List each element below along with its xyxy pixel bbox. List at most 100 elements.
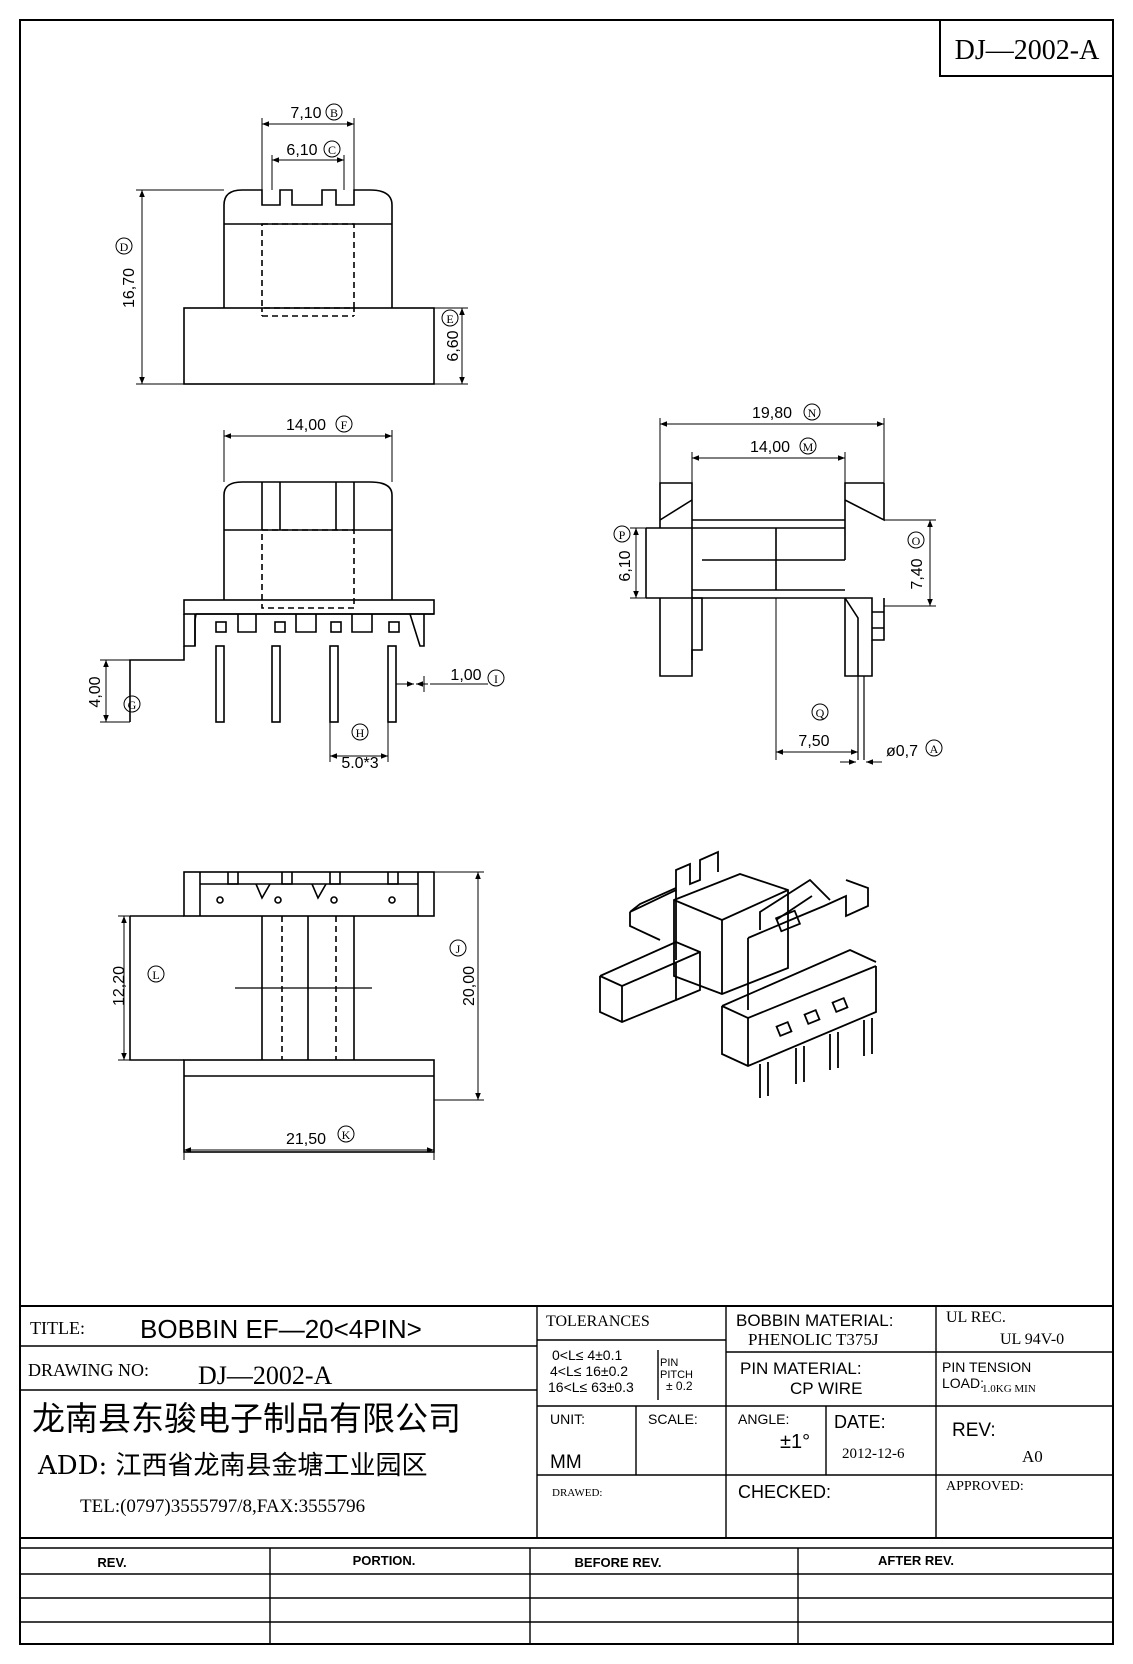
dim-C: 6,10 C bbox=[286, 140, 341, 159]
rev-value: A0 bbox=[1022, 1447, 1043, 1466]
ul-rec-value: UL 94V-0 bbox=[1000, 1331, 1064, 1348]
dim-B-mark: B bbox=[330, 106, 338, 120]
drawed-label: DRAWED: bbox=[552, 1487, 602, 1499]
company-tel-fax: TEL:(0797)3555797/8,FAX:3555796 bbox=[80, 1496, 365, 1517]
dim-O: O 7,40 bbox=[907, 531, 926, 590]
dim-I: 1,00 I bbox=[450, 667, 505, 687]
dim-M-value: 14,00 bbox=[750, 439, 790, 456]
pin-material-label: PIN MATERIAL: bbox=[740, 1359, 862, 1378]
dim-H-value: 5.0*3 bbox=[341, 755, 378, 772]
ul-rec-label: UL REC. bbox=[946, 1309, 1006, 1326]
dim-E: E 6,60 bbox=[441, 309, 462, 362]
dim-P-mark: P bbox=[619, 528, 626, 542]
dim-Q-value: 7,50 bbox=[798, 733, 829, 750]
after-rev-col-header: AFTER REV. bbox=[878, 1553, 954, 1568]
dim-J: J 20,00 bbox=[449, 939, 478, 1006]
pin-material-value: CP WIRE bbox=[790, 1379, 862, 1398]
bobbin-material-value: PHENOLIC T375J bbox=[748, 1330, 879, 1349]
tolerances-label: TOLERANCES bbox=[546, 1313, 650, 1330]
dim-P-value: 6,10 bbox=[617, 550, 634, 581]
dim-I-mark: I bbox=[494, 672, 498, 686]
dim-E-mark: E bbox=[446, 312, 453, 326]
dim-K-mark: K bbox=[342, 1128, 351, 1142]
drawing-number-box-text: DJ—2002-A bbox=[955, 35, 1100, 66]
pin-side-view bbox=[100, 430, 488, 762]
dim-B-value: 7,10 bbox=[290, 105, 321, 122]
dim-M-mark: M bbox=[803, 440, 814, 454]
drawing-number-box: DJ—2002-A bbox=[939, 19, 1114, 77]
rev-col-header: REV. bbox=[97, 1555, 126, 1570]
dim-P: P 6,10 bbox=[613, 525, 634, 582]
sheet-border bbox=[19, 19, 1114, 1645]
pin-tension-label-1: PIN TENSION bbox=[942, 1359, 1031, 1375]
title-block: TITLE: BOBBIN EF—20<4PIN> DRAWING NO: DJ… bbox=[28, 1309, 1064, 1517]
title-block-grid bbox=[20, 1305, 1113, 1644]
bottom-view bbox=[118, 871, 484, 1160]
dim-G-value: 4,00 bbox=[87, 676, 104, 707]
dim-O-value: 7,40 bbox=[909, 558, 926, 589]
date-value: 2012-12-6 bbox=[842, 1446, 905, 1462]
dim-D-value: 16,70 bbox=[121, 268, 138, 308]
dim-I-value: 1,00 bbox=[450, 667, 481, 684]
pin-pitch-3: ± 0.2 bbox=[666, 1379, 693, 1393]
dim-A-value: ø0,7 bbox=[886, 743, 918, 760]
pin-tension-label-2: LOAD: bbox=[942, 1375, 984, 1391]
dim-K: 21,50 K bbox=[286, 1125, 355, 1148]
dim-A: ø0,7 A bbox=[886, 739, 943, 760]
tolerance-row-2: 4<L≤ 16±0.2 bbox=[550, 1363, 628, 1379]
dim-L: 12,20 L bbox=[111, 965, 165, 1006]
dim-F: 14,00 F bbox=[286, 415, 353, 434]
isometric-view bbox=[599, 850, 877, 1098]
pin-pitch-2: PITCH bbox=[660, 1369, 693, 1381]
dim-D-mark: D bbox=[120, 240, 129, 254]
bobbin-material-label: BOBBIN MATERIAL: bbox=[736, 1311, 893, 1330]
dim-G-mark: G bbox=[128, 698, 137, 712]
dim-H: H 5.0*3 bbox=[341, 723, 379, 772]
date-label: DATE: bbox=[834, 1412, 886, 1432]
front-view bbox=[136, 118, 468, 385]
dim-K-value: 21,50 bbox=[286, 1131, 326, 1148]
dim-L-value: 12,20 bbox=[111, 966, 128, 1006]
dim-F-value: 14,00 bbox=[286, 417, 326, 434]
dim-L-mark: L bbox=[152, 968, 159, 982]
scale-label: SCALE: bbox=[648, 1411, 698, 1427]
dim-F-mark: F bbox=[341, 418, 348, 432]
dim-A-mark: A bbox=[930, 742, 939, 756]
dim-H-mark: H bbox=[356, 726, 365, 740]
dim-C-value: 6,10 bbox=[286, 142, 317, 159]
dim-M: 14,00 M bbox=[750, 437, 817, 456]
dim-Q-mark: Q bbox=[816, 706, 825, 720]
company-name: 龙南县东骏电子制品有限公司 bbox=[32, 1399, 461, 1438]
dim-C-mark: C bbox=[328, 143, 336, 157]
dim-J-mark: J bbox=[456, 942, 461, 956]
dim-O-mark: O bbox=[912, 534, 921, 548]
tolerance-row-3: 16<L≤ 63±0.3 bbox=[548, 1379, 634, 1395]
dim-E-value: 6,60 bbox=[445, 330, 462, 361]
dim-D: 16,70 D bbox=[115, 237, 138, 308]
title-value: BOBBIN EF—20<4PIN> bbox=[140, 1314, 422, 1344]
dim-N: 19,80 N bbox=[752, 403, 821, 422]
rev-label: REV: bbox=[952, 1420, 996, 1441]
unit-value: MM bbox=[550, 1452, 582, 1473]
dim-N-value: 19,80 bbox=[752, 405, 792, 422]
unit-label: UNIT: bbox=[550, 1411, 585, 1427]
dim-G: 4,00 G bbox=[87, 676, 141, 713]
approved-label: APPROVED: bbox=[946, 1479, 1024, 1494]
end-view bbox=[630, 418, 936, 765]
angle-label: ANGLE: bbox=[738, 1411, 789, 1427]
drawing-no-label: DRAWING NO: bbox=[28, 1360, 149, 1380]
dim-N-mark: N bbox=[808, 406, 817, 420]
before-rev-col-header: BEFORE REV. bbox=[575, 1555, 662, 1570]
pin-pitch-1: PIN bbox=[660, 1357, 678, 1369]
pin-tension-value: 1.0KG MIN bbox=[982, 1383, 1036, 1395]
angle-value: ±1° bbox=[780, 1431, 810, 1453]
revision-table: REV. PORTION. BEFORE REV. AFTER REV. bbox=[97, 1553, 954, 1570]
portion-col-header: PORTION. bbox=[353, 1553, 416, 1568]
company-address: ADD: 江西省龙南县金塘工业园区 bbox=[37, 1451, 428, 1481]
dim-Q: Q 7,50 bbox=[798, 703, 830, 750]
tolerance-row-1: 0<L≤ 4±0.1 bbox=[552, 1347, 622, 1363]
dim-B: 7,10 B bbox=[290, 103, 343, 122]
title-label: TITLE: bbox=[30, 1318, 85, 1338]
dim-J-value: 20,00 bbox=[461, 966, 478, 1006]
